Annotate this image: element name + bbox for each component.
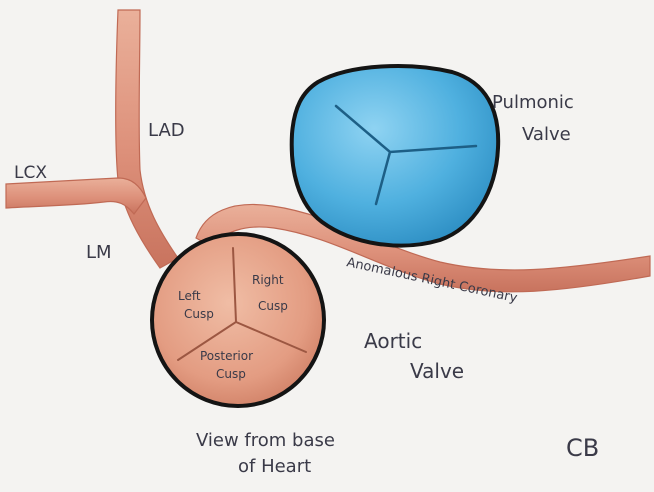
left-cusp-label-line2: Cusp [184,307,214,321]
view-caption-line2: of Heart [238,456,311,477]
pulmonic-label-line2: Valve [522,124,571,145]
view-caption-line1: View from base [196,430,335,451]
pulmonic-valve [292,66,498,246]
aortic-label-line2: Valve [410,359,464,383]
left-cusp-label-line1: Left [178,289,201,303]
lcx-artery [6,178,146,214]
posterior-cusp-label-line2: Cusp [216,367,246,381]
aortic-label-line1: Aortic [364,329,422,353]
lcx-label: LCX [14,163,47,183]
right-cusp-label-line1: Right [252,273,284,287]
right-cusp-label-line2: Cusp [258,299,288,313]
lad-label: LAD [148,120,185,141]
pulmonic-label-line1: Pulmonic [492,92,574,113]
posterior-cusp-label-line1: Posterior [200,349,253,363]
signature: CB [566,434,599,462]
lm-label: LM [86,242,112,263]
